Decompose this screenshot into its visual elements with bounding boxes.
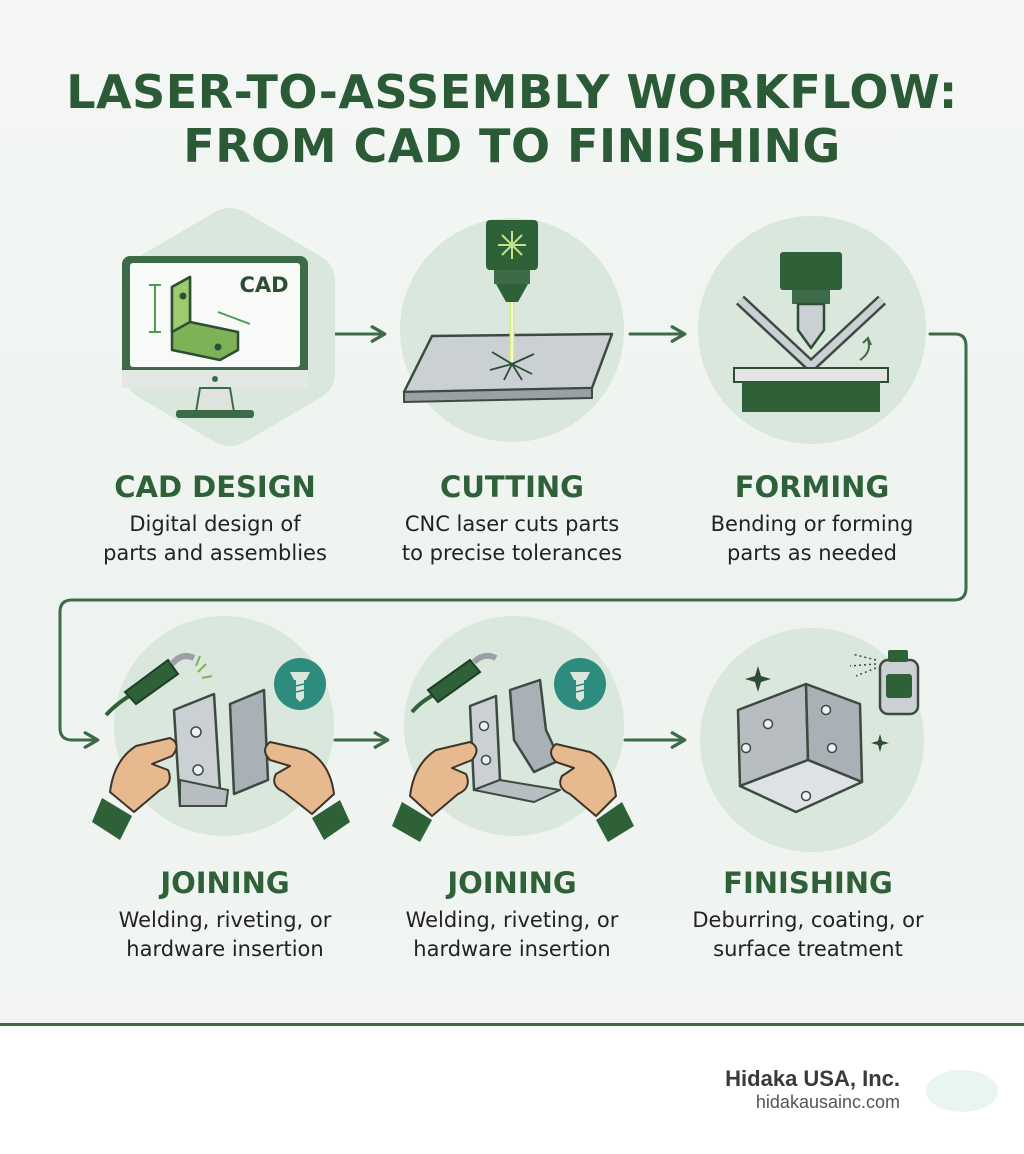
welding-hands-icon: [92, 616, 350, 840]
cad-screen-label: CAD: [239, 273, 288, 297]
company-name: Hidaka USA, Inc.: [725, 1066, 900, 1091]
step-desc-joining-1-line1: Welding, riveting, or: [118, 908, 332, 932]
step-desc-forming-line2: parts as needed: [727, 541, 897, 565]
step-desc-joining-1-line2: hardware insertion: [126, 937, 324, 961]
step-desc-cutting-line2: to precise tolerances: [401, 541, 623, 565]
footer-divider: [0, 1023, 1024, 1026]
step-desc-cad-line2: parts and assemblies: [103, 541, 327, 565]
step-desc-cad-line1: Digital design of: [129, 512, 301, 536]
logo-watermark-icon: [926, 1070, 998, 1112]
footer: [0, 1026, 1024, 1154]
step-desc-joining-2-line1: Welding, riveting, or: [405, 908, 619, 932]
workflow-diagram: CAD: [58, 208, 968, 852]
step-desc-forming-line1: Bending or forming: [710, 512, 914, 536]
assembly-hands-icon: [392, 616, 634, 842]
company-website: hidakausainc.com: [755, 1092, 900, 1112]
step-title-joining-2: JOINING: [447, 866, 577, 900]
step-title-cutting: CUTTING: [440, 470, 584, 504]
finished-bracket-icon: [700, 628, 924, 852]
arrow-forming-to-joining: [58, 332, 968, 749]
title-line-1: LASER-TO-ASSEMBLY WORKFLOW:: [66, 65, 958, 119]
connector-arrows: [58, 325, 968, 749]
title-line-2: FROM CAD TO FINISHING: [183, 119, 841, 173]
step-desc-finishing-line1: Deburring, coating, or: [692, 908, 924, 932]
computer-cad-icon: CAD: [122, 208, 335, 446]
step-desc-cutting-line1: CNC laser cuts parts: [404, 512, 620, 536]
step-desc-finishing-line2: surface treatment: [713, 937, 903, 961]
step-title-joining-1: JOINING: [160, 866, 290, 900]
step-title-forming: FORMING: [734, 470, 890, 504]
laser-cutter-icon: [400, 218, 624, 442]
step-desc-joining-2-line2: hardware insertion: [413, 937, 611, 961]
step-title-finishing: FINISHING: [723, 866, 893, 900]
step-title-cad-design: CAD DESIGN: [114, 470, 316, 504]
press-brake-icon: [698, 216, 926, 444]
